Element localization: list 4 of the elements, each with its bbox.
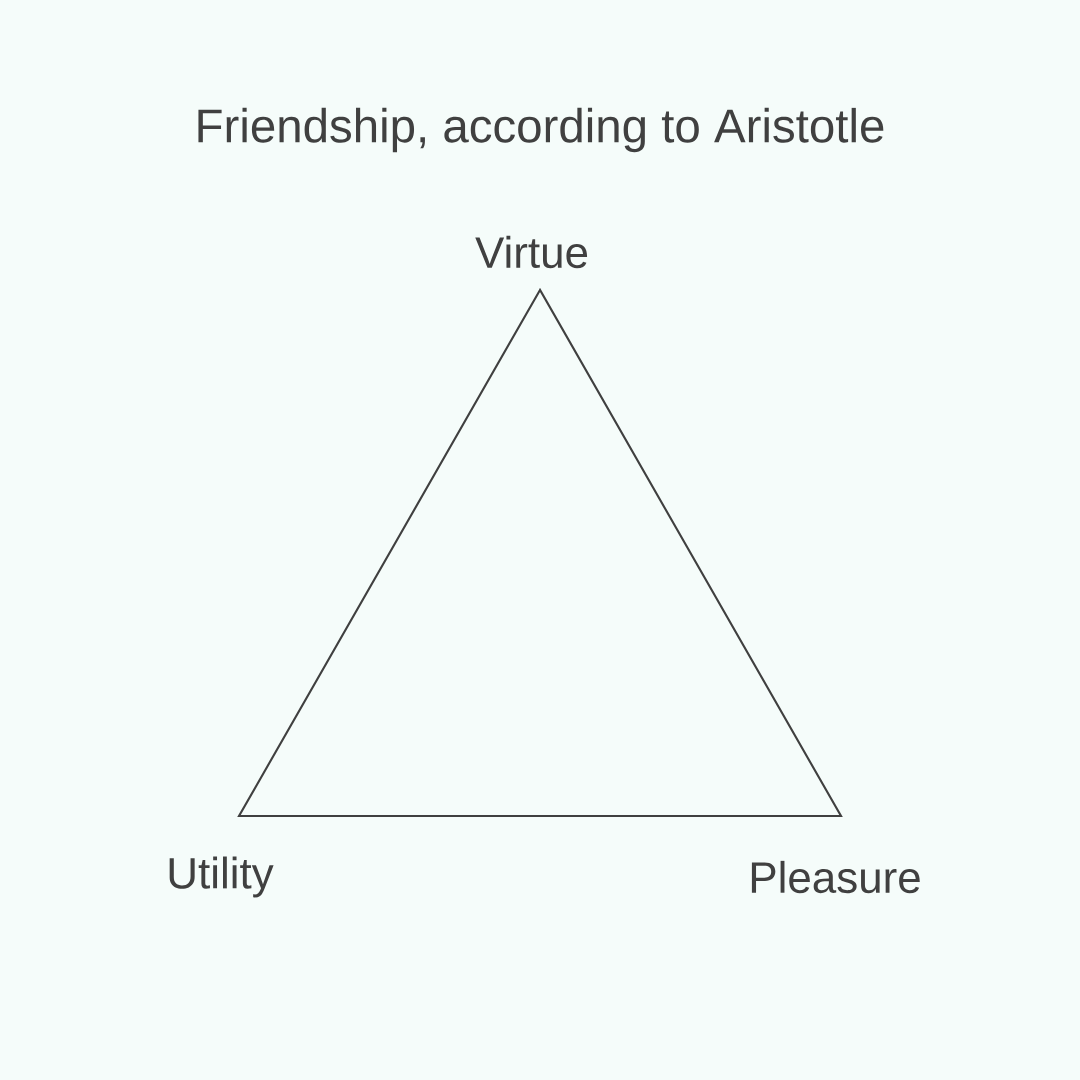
- vertex-label: Utility: [169, 856, 274, 898]
- title: Friendship, according to Aristotle: [198, 107, 884, 153]
- vertex-label: Virtue: [475, 235, 588, 269]
- vertex-label: Pleasure: [751, 860, 920, 894]
